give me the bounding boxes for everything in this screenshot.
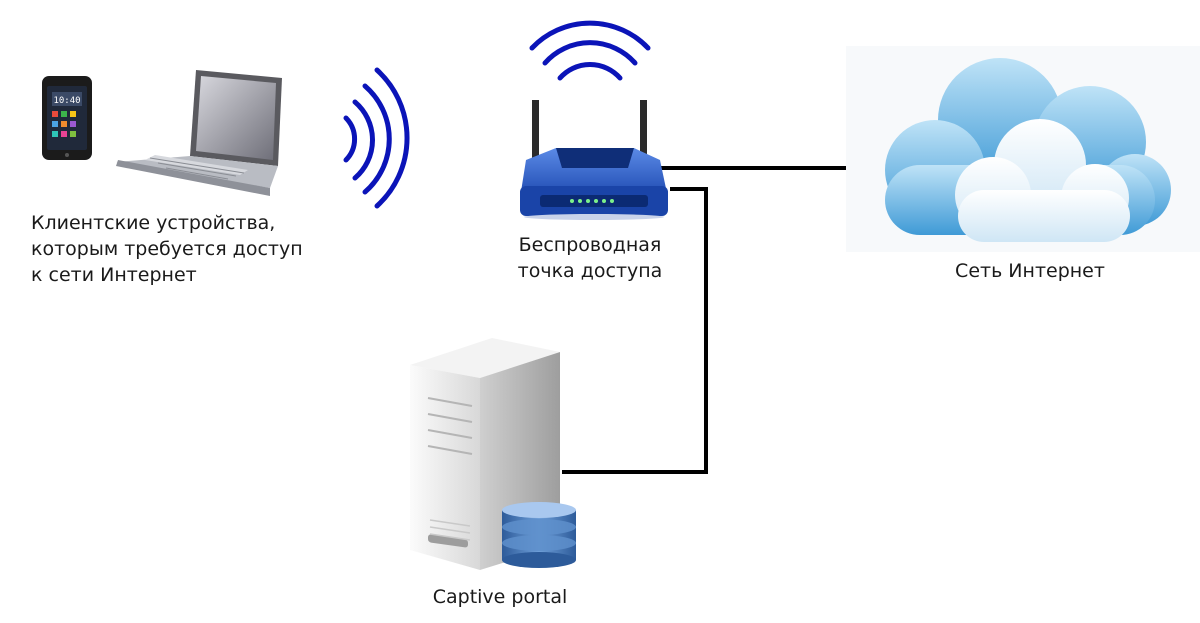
phone-clock: 10:40 — [53, 96, 80, 106]
clients-label-line: которым требуется доступ — [31, 238, 303, 260]
wireless-signal-icon — [343, 67, 410, 209]
access-point-label: Беспроводная точка доступа — [470, 232, 710, 284]
internet-label-line: Сеть Интернет — [955, 260, 1105, 282]
clients-label-line: Клиентские устройства, — [31, 212, 276, 234]
router-wifi-icon — [529, 20, 651, 81]
smartphone-icon: 10:40 — [42, 76, 92, 160]
internet-label: Сеть Интернет — [900, 258, 1160, 284]
wire-ap-portal — [562, 187, 708, 474]
laptop-icon — [116, 70, 282, 196]
access-point-label-line: Беспроводная — [518, 234, 662, 256]
clients-label: Клиентские устройства, которым требуется… — [31, 210, 303, 288]
captive-portal-label: Captive portal — [380, 584, 620, 610]
database-icon — [502, 502, 576, 568]
router-icon — [520, 100, 668, 220]
server-icon — [410, 338, 560, 570]
access-point-label-line: точка доступа — [517, 260, 663, 282]
wired-links — [562, 166, 880, 474]
internet-cloud-icon — [846, 46, 1200, 252]
captive-portal-label-line: Captive portal — [432, 586, 568, 608]
clients-label-line: к сети Интернет — [31, 264, 197, 286]
